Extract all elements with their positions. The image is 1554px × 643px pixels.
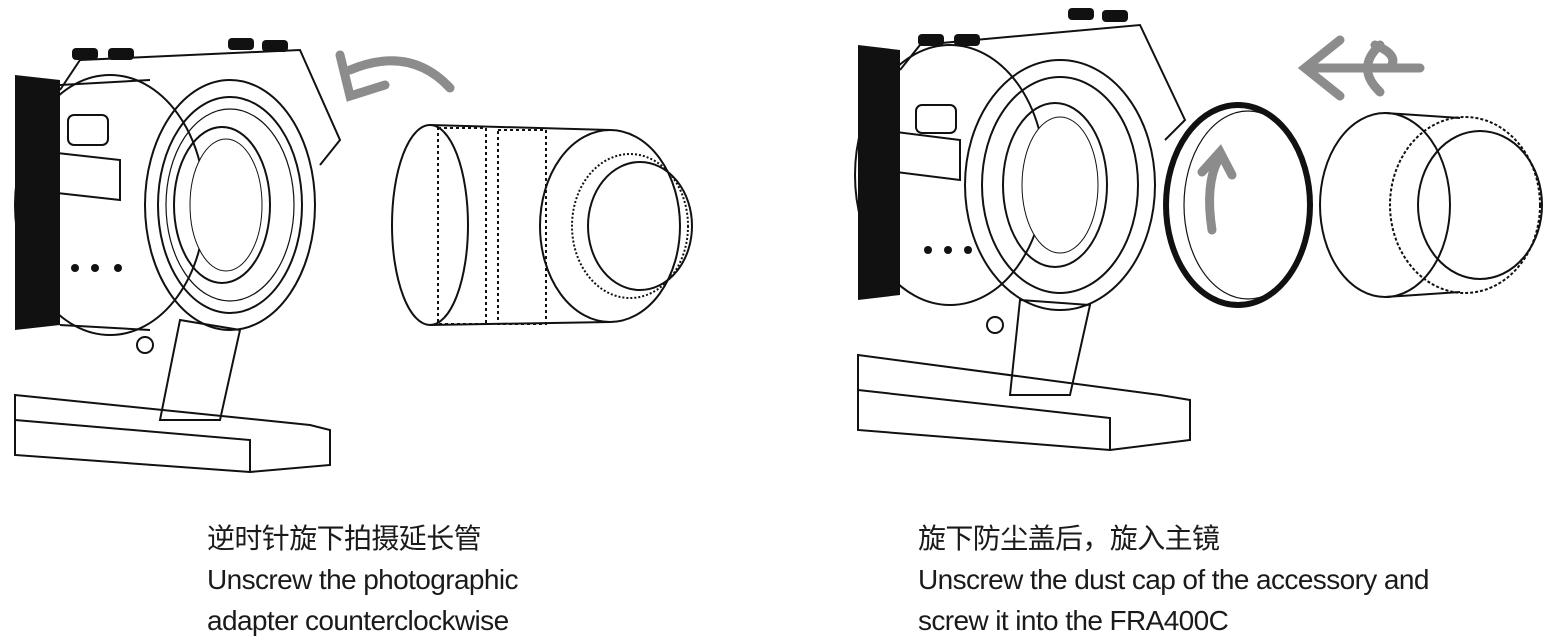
step1-illustration xyxy=(14,38,693,474)
step2-caption-en-line2: screw it into the FRA400C xyxy=(918,605,1229,636)
step2-caption-zh: 旋下防尘盖后，旋入主镜 xyxy=(918,523,1220,554)
dust-cap xyxy=(1163,102,1313,308)
telescope-body xyxy=(14,74,316,336)
mount-base-plate xyxy=(14,318,331,474)
step2-illustration xyxy=(854,8,1543,452)
clamp-knobs xyxy=(59,38,342,166)
step2-caption-en-line1: Unscrew the dust cap of the accessory an… xyxy=(918,564,1429,595)
screw-in-left-arrow-icon xyxy=(1297,35,1425,101)
counterclockwise-arrow-icon xyxy=(345,56,455,93)
step1-caption-en-line1: Unscrew the photographic xyxy=(207,564,519,595)
step2-caption: 旋下防尘盖后，旋入主镜 Unscrew the dust cap of the … xyxy=(918,518,1429,641)
adapter-accessory xyxy=(1319,112,1543,298)
clamp-knobs xyxy=(899,8,1187,141)
step1-caption-zh: 逆时针旋下拍摄延长管 xyxy=(207,523,482,554)
mount-base-plate xyxy=(857,298,1191,452)
step1-caption-en-line2: adapter counterclockwise xyxy=(207,605,509,636)
rotate-up-arrow-icon xyxy=(1197,144,1237,235)
arrow-head-icon xyxy=(335,50,390,102)
step1-caption: 逆时针旋下拍摄延长管 Unscrew the photographic adap… xyxy=(207,518,519,641)
telescope-body xyxy=(854,44,1156,311)
photographic-adapter xyxy=(391,124,693,326)
